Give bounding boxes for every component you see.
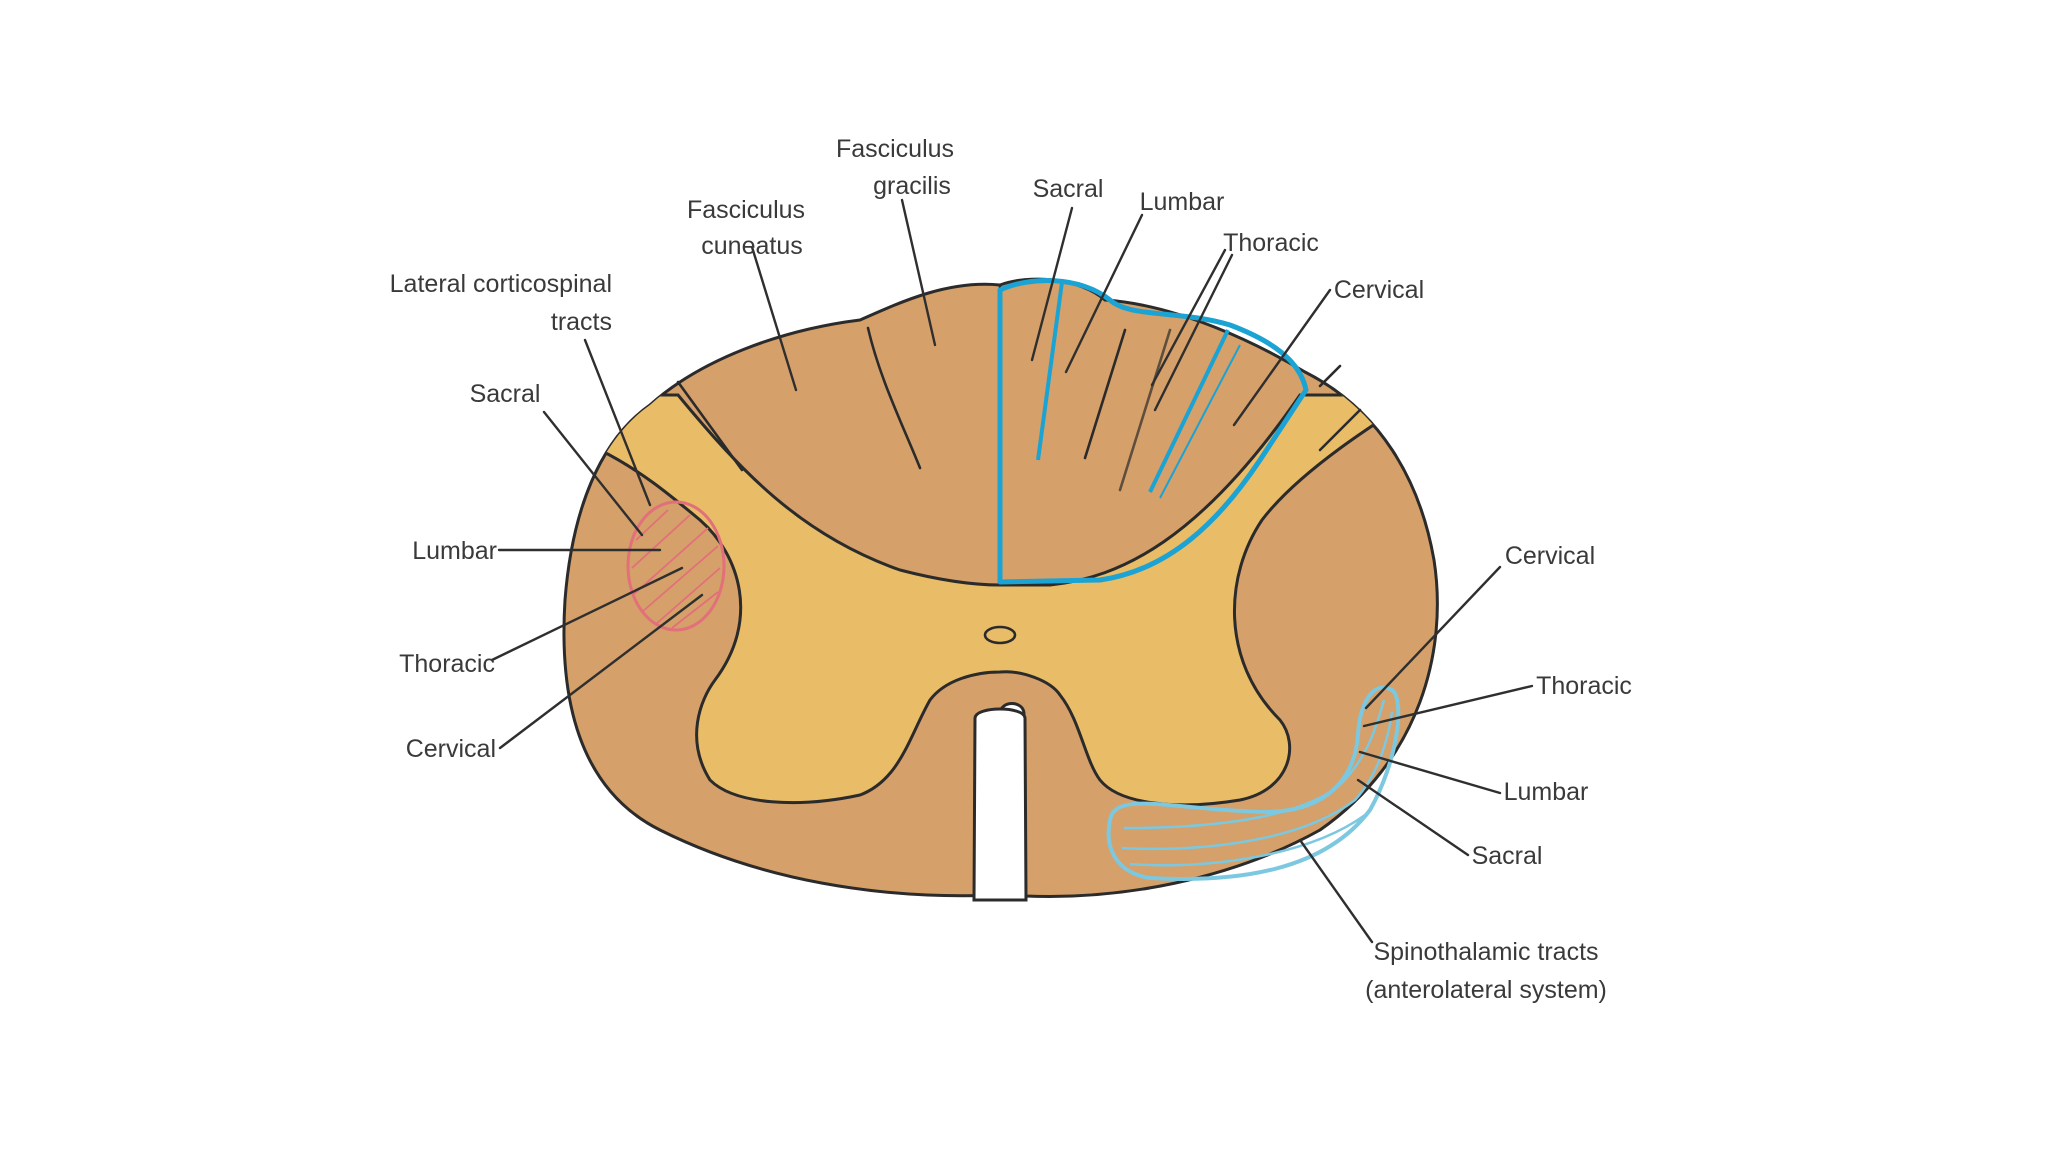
anterior-median-fissure bbox=[972, 707, 1028, 902]
dorsal-column-tracts bbox=[997, 278, 1309, 585]
lateral-corticospinal-tracts bbox=[626, 500, 726, 632]
label-corticospinal-thoracic: Thoracic bbox=[399, 650, 495, 678]
leader-lateral-corticospinal bbox=[583, 338, 652, 507]
dorsal-column-band-thoracic bbox=[1159, 344, 1241, 499]
label-fasciculus-gracilis-2: gracilis bbox=[873, 172, 951, 200]
dorsal-column-band-lumbar bbox=[1148, 329, 1230, 493]
label-corticospinal-lumbar: Lumbar bbox=[412, 537, 497, 565]
leader-fasciculus-gracilis bbox=[900, 198, 937, 347]
label-spinothalamic-sacral: Sacral bbox=[1472, 842, 1543, 870]
label-spinothalamic-tracts-2: (anterolateral system) bbox=[1365, 976, 1607, 1004]
ventral-lateral-boundary-right bbox=[1318, 408, 1362, 452]
leader-spinothalamic-thoracic bbox=[1362, 684, 1534, 728]
dorsal-root-entry-left bbox=[676, 380, 744, 472]
spinothalamic-tract-region bbox=[1106, 685, 1401, 881]
label-fasciculus-cuneatus-1: Fasciculus bbox=[687, 196, 805, 224]
dorsal-column-interior-2 bbox=[1118, 328, 1172, 492]
label-corticospinal-cervical: Cervical bbox=[406, 735, 496, 763]
dorsal-root-entry-right bbox=[1318, 364, 1342, 388]
label-lateral-corticospinal-1: Lateral corticospinal bbox=[390, 270, 612, 298]
dorsal-column-interior-1 bbox=[1083, 328, 1127, 460]
gracilis-cuneatus-septum bbox=[866, 326, 922, 470]
leader-corticospinal-sacral bbox=[542, 410, 644, 537]
central-canal bbox=[983, 625, 1017, 645]
leader-dorsal-lumbar bbox=[1064, 213, 1144, 374]
leader-spinothalamic-lumbar bbox=[1358, 750, 1502, 795]
leader-dorsal-thoracic bbox=[1150, 248, 1234, 412]
leader-dorsal-sacral bbox=[1030, 206, 1074, 362]
leader-corticospinal-cervical bbox=[498, 593, 704, 750]
label-spinothalamic-cervical: Cervical bbox=[1505, 542, 1595, 570]
leader-fasciculus-cuneatus bbox=[750, 245, 798, 392]
leader-spinothalamic-cervical bbox=[1364, 565, 1502, 710]
label-fasciculus-cuneatus-2: cuneatus bbox=[701, 232, 802, 260]
leader-spinothalamic-sacral bbox=[1356, 778, 1470, 857]
label-spinothalamic-lumbar: Lumbar bbox=[1504, 778, 1589, 806]
label-lateral-corticospinal-2: tracts bbox=[551, 308, 612, 336]
label-dorsal-thoracic: Thoracic bbox=[1223, 229, 1319, 257]
label-corticospinal-sacral: Sacral bbox=[470, 380, 541, 408]
label-spinothalamic-tracts-1: Spinothalamic tracts bbox=[1373, 938, 1598, 966]
label-spinothalamic-thoracic: Thoracic bbox=[1536, 672, 1632, 700]
label-fasciculus-gracilis-1: Fasciculus bbox=[836, 135, 954, 163]
label-dorsal-cervical: Cervical bbox=[1334, 276, 1424, 304]
label-dorsal-lumbar: Lumbar bbox=[1140, 188, 1225, 216]
label-dorsal-sacral: Sacral bbox=[1033, 175, 1104, 203]
leader-corticospinal-thoracic bbox=[490, 566, 684, 662]
dorsal-column-band-sacral bbox=[1036, 281, 1064, 461]
leader-dorsal-cervical bbox=[1232, 288, 1332, 427]
leader-spinothalamic-tracts bbox=[1298, 838, 1374, 944]
